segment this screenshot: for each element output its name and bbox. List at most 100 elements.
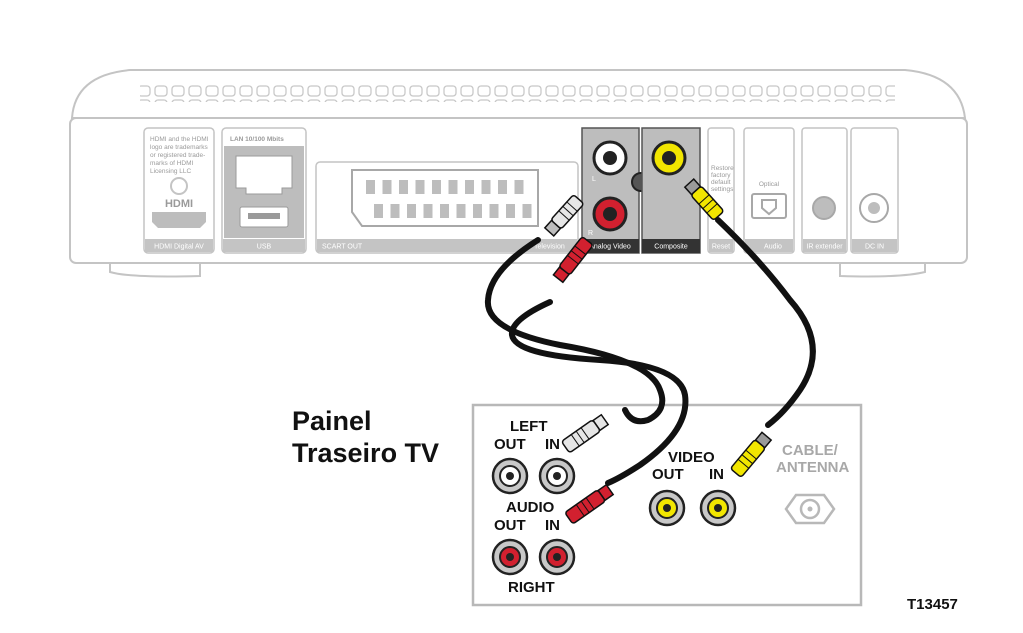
scart-pin [440, 204, 449, 218]
tv-audio-label: AUDIO [506, 499, 555, 516]
svg-text:Composite: Composite [654, 244, 688, 251]
optical-label: Optical [759, 181, 780, 188]
svg-text:IN: IN [709, 466, 724, 483]
audio-label: Audio [764, 244, 782, 251]
composite-label: Composite [654, 244, 688, 251]
svg-text:LEFT: LEFT [510, 418, 548, 435]
svg-text:ANTENNA: ANTENNA [776, 459, 849, 476]
scart-pin [473, 204, 482, 218]
tv-cable-label-1: CABLE/ [782, 442, 839, 459]
tv-audio-left-out-jack [491, 457, 529, 495]
scart-pin [506, 204, 515, 218]
svg-text:HDMI and the HDMI: HDMI and the HDMI [150, 136, 209, 143]
reset-note-2: factory [711, 172, 731, 179]
tv-video-out-label: OUT [652, 466, 684, 483]
scart-label-bar [317, 239, 577, 252]
scart-pin [514, 180, 524, 194]
tv-video-in-label: IN [709, 466, 724, 483]
optical-port [751, 193, 787, 219]
svg-text:OUT: OUT [494, 517, 526, 534]
tv-video-out-jack [648, 489, 686, 527]
tv-audio-right-in-jack [538, 538, 576, 576]
tv-cable-label-2: ANTENNA [776, 459, 849, 476]
scart-pin [456, 204, 466, 218]
ethernet-port [235, 155, 293, 195]
hdmi-note-4: marks of HDMI [150, 160, 194, 167]
scart-pin [415, 180, 425, 194]
usb-label-bar [223, 239, 305, 252]
dcin-panel [850, 127, 899, 254]
hdmi-note-2: logo are trademarks [150, 144, 209, 151]
reset-note-1: Restore [711, 165, 734, 172]
scart-pin [423, 204, 433, 218]
cables [484, 217, 816, 486]
scart-pin [382, 180, 392, 194]
scart-pin [465, 180, 474, 194]
svg-text:IN: IN [545, 517, 560, 534]
tv-antenna-connector [784, 493, 836, 525]
tv-in-label-1: IN [545, 436, 560, 453]
ir-port [812, 196, 836, 220]
svg-text:Reset: Reset [712, 244, 730, 251]
tv-out-label-1: OUT [494, 436, 526, 453]
scart-pin [399, 180, 408, 194]
plug-red-tv [565, 483, 615, 524]
svg-text:Restore: Restore [711, 165, 734, 172]
svg-text:OUT: OUT [652, 466, 684, 483]
cable-red [508, 299, 689, 486]
tv-panel-title-line2: Traseiro TV [292, 438, 439, 468]
svg-text:OUT: OUT [494, 436, 526, 453]
svg-text:factory: factory [711, 172, 731, 179]
jack-l-label: L [592, 176, 596, 183]
svg-text:SCART OUT: SCART OUT [322, 244, 363, 251]
tv-out-label-2: OUT [494, 517, 526, 534]
hdmi-port [152, 212, 206, 228]
scart-pins [366, 180, 532, 218]
plug-white-tv [561, 413, 610, 453]
tv-left-label: LEFT [510, 418, 548, 435]
stb-foot-left [109, 263, 201, 278]
hdmi-note-3: or registered trade- [150, 152, 205, 159]
svg-text:Licensing LLC: Licensing LLC [150, 168, 191, 175]
svg-text:settings: settings [711, 186, 734, 193]
svg-text:Television: Television [534, 244, 565, 251]
svg-text:DC IN: DC IN [865, 244, 884, 251]
svg-text:LAN 10/100 Mbits: LAN 10/100 Mbits [230, 136, 284, 143]
svg-text:L: L [592, 176, 596, 183]
usb-label: USB [257, 244, 272, 251]
set-top-box: HDMI and the HDMI logo are trademarks or… [69, 69, 968, 278]
television-label: Television [534, 244, 565, 251]
svg-text:or registered trade-: or registered trade- [150, 152, 205, 159]
svg-text:default: default [711, 179, 731, 186]
tv-in-label-2: IN [545, 517, 560, 534]
scart-pin [522, 204, 532, 218]
scart-pin [481, 180, 491, 194]
svg-text:CABLE/: CABLE/ [782, 442, 839, 459]
svg-text:T13457: T13457 [907, 596, 958, 613]
svg-text:HDMI: HDMI [165, 198, 193, 210]
stb-foot-right [839, 263, 926, 278]
analog-video-label: Analog Video [589, 244, 631, 251]
hdmi-panel [143, 127, 215, 254]
scart-pin [374, 204, 383, 218]
reset-note-4: settings [711, 186, 734, 193]
scart-pin [366, 180, 375, 194]
svg-text:Optical: Optical [759, 181, 780, 188]
tv-video-label: VIDEO [668, 449, 715, 466]
svg-text:IN: IN [545, 436, 560, 453]
scart-pin [448, 180, 458, 194]
plug-yellow-stb [683, 178, 724, 221]
scart-pin [390, 204, 400, 218]
svg-text:IR extender: IR extender [806, 244, 843, 251]
reset-panel [707, 127, 735, 254]
hdmi-screw-icon [170, 177, 188, 195]
cable-yellow [715, 217, 816, 428]
reset-label: Reset [712, 244, 730, 251]
svg-text:Audio: Audio [764, 244, 782, 251]
svg-text:USB: USB [257, 244, 272, 251]
ir-panel [801, 127, 848, 254]
figure-code: T13457 [907, 596, 958, 613]
scart-label: SCART OUT [322, 244, 363, 251]
optical-panel [743, 127, 795, 254]
